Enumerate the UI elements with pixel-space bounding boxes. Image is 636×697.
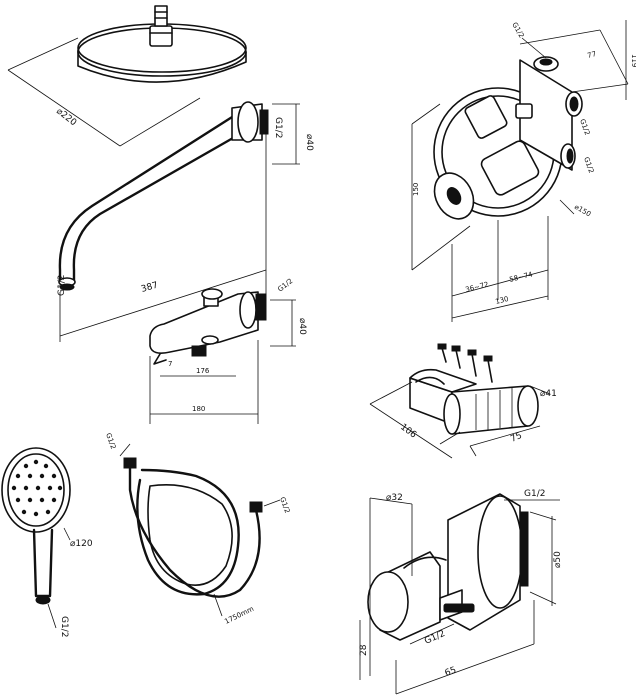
mixer-thread-right-label: G1/2	[582, 156, 595, 174]
elbow-thread-label: G1/2	[524, 489, 545, 499]
mixer-119-label: 119	[630, 54, 636, 67]
mixer-3672-label: 36~72	[465, 280, 490, 293]
mixer-150-label: 150	[412, 183, 420, 196]
elbow-thread-bottom-label: G1/2	[423, 629, 447, 647]
bath-spout: ⌀40 G1/2 7 176 180	[149, 277, 307, 424]
shower-arm: ⌀40 G1/2 387 G1/2	[57, 101, 314, 342]
hose-thread-top-label: G1/2	[104, 432, 117, 450]
elbow-50-label: ⌀50	[553, 551, 563, 568]
mixer-thread-mid-label: G1/2	[578, 118, 591, 136]
spout-7-label: 7	[168, 360, 172, 368]
mixer-77-label: 77	[587, 50, 598, 60]
wall-elbow: ⌀32 G1/2 ⌀50 28 G1/2 65	[359, 489, 563, 695]
hand-shower: ⌀120 G1/2	[1, 447, 93, 637]
shower-hose: G1/2 G1/2 1750mm	[104, 432, 291, 626]
spout-180-label: 180	[192, 405, 205, 413]
arm-height-label: ⌀40	[304, 134, 314, 151]
concealed-mixer: 150 36~72 58~74 130 77 119 G1/2 G1/2 G1/…	[411, 20, 636, 322]
spray-nozzles	[11, 459, 63, 517]
mixer-130-label: 130	[495, 295, 510, 306]
mixer-thread-top-label: G1/2	[510, 21, 525, 39]
mixer-5874-label: 58~74	[509, 270, 534, 284]
holder-dia-label: ⌀41	[540, 389, 557, 399]
mixer-dia150-label: ⌀150	[573, 203, 592, 219]
spout-thread-label: G1/2	[276, 277, 294, 294]
elbow-65-label: 65	[444, 666, 458, 679]
elbow-dia-label: ⌀32	[386, 493, 403, 503]
holder-106-label: 106	[398, 422, 418, 440]
arm-length-label: 387	[140, 281, 159, 295]
spout-176-label: 176	[196, 367, 210, 375]
hand-dia-label: ⌀120	[70, 539, 93, 549]
mounting-screws	[437, 343, 493, 383]
hose-thread-right-label: G1/2	[278, 496, 291, 514]
elbow-28-label: 28	[359, 644, 369, 656]
wall-holder: 106 75 ⌀41	[369, 343, 557, 459]
hose-length-label: 1750mm	[223, 605, 255, 626]
holder-75-label: 75	[509, 431, 524, 445]
hand-thread-label: G1/2	[59, 616, 69, 637]
spout-height-label: ⌀40	[297, 318, 307, 335]
arm-end-thread-label: G1/2	[57, 275, 67, 296]
overhead-shower-head: ⌀220	[7, 5, 247, 147]
holder-knurling	[475, 388, 513, 430]
arm-thread-label: G1/2	[273, 117, 283, 138]
